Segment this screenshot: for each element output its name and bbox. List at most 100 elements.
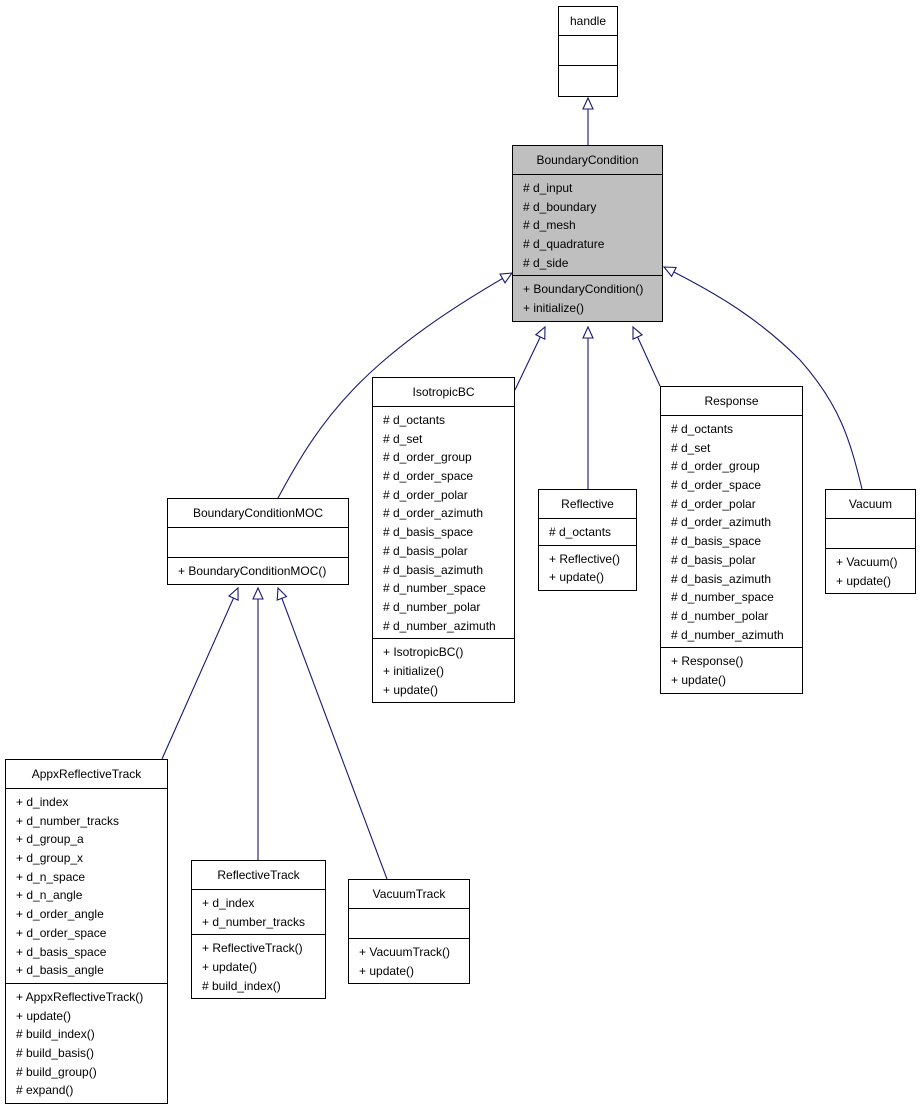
attribute: # d_order_polar	[671, 496, 756, 511]
attribute-compartment: + d_index + d_number_tracks + d_group_a + d…	[6, 789, 167, 984]
method-compartment: + ReflectiveTrack()+ update()# build_ind…	[192, 935, 325, 998]
inheritance-arrowhead-icon	[499, 272, 514, 284]
method-compartment: + BoundaryCondition() + initialize()	[513, 276, 662, 320]
method: + update()	[359, 963, 415, 978]
attribute: # d_number_azimuth	[383, 618, 496, 633]
class-name: BoundaryConditionMOC	[168, 499, 348, 528]
inheritance-edge-vacuum-track	[277, 587, 388, 880]
class-isotropic-bc: IsotropicBC# d_octants# d_set# d_order_g…	[372, 377, 515, 704]
attribute: # d_order_azimuth	[383, 506, 484, 521]
attribute: # d_octants	[383, 413, 446, 427]
method: # build_group()	[16, 1064, 97, 1079]
method-compartment: + BoundaryConditionMOC()	[168, 558, 348, 584]
method: + Response()	[671, 654, 744, 669]
attribute: # d_number_polar	[671, 608, 769, 623]
inheritance-arrowhead-icon	[632, 325, 644, 340]
attribute-compartment: # d_octants# d_set# d_order_group# d_ord…	[373, 407, 514, 640]
class-boundary-condition: BoundaryCondition # d_input # d_boundary # …	[512, 145, 663, 322]
attribute: # d_number_space	[383, 581, 486, 596]
attribute-compartment	[349, 909, 469, 939]
attribute: # d_set	[671, 440, 711, 455]
attribute-compartment	[168, 528, 348, 558]
inheritance-edge-vacuum	[663, 266, 863, 490]
class-vacuum-track: VacuumTrack + VacuumTrack() + update()	[348, 879, 470, 985]
attribute: # d_octants	[549, 525, 612, 539]
method: + Reflective()	[549, 551, 621, 566]
attribute: + d_basis_space	[16, 944, 107, 959]
method: + IsotropicBC()	[383, 645, 464, 660]
attribute: + d_basis_angle	[16, 963, 104, 978]
method-compartment: + AppxReflectiveTrack() + update() # build…	[6, 984, 167, 1103]
method: + update()	[383, 682, 439, 697]
inheritance-edge-appx-reflective-track	[161, 587, 239, 760]
attribute: # d_order_polar	[383, 487, 468, 502]
attribute: # d_input	[523, 181, 573, 195]
inheritance-edge-isotropic-bc	[514, 326, 546, 391]
attribute: # d_basis_azimuth	[671, 571, 772, 586]
attribute: + d_n_space	[16, 869, 86, 884]
class-name: VacuumTrack	[349, 880, 469, 909]
method-compartment: + Reflective() + update()	[539, 546, 636, 590]
attribute: + d_number_tracks	[16, 813, 120, 828]
attribute: + d_index	[202, 896, 255, 910]
attribute: # d_order_space	[671, 478, 762, 493]
class-reflective-track: ReflectiveTrack + d_index + d_number_track…	[191, 860, 326, 1000]
attribute: # d_number_space	[671, 590, 774, 605]
attribute: # d_boundary	[523, 199, 597, 214]
class-vacuum: Vacuum+ Vacuum()+ update()	[825, 489, 916, 595]
class-response: Response# d_octants# d_set# d_order_grou…	[660, 386, 803, 694]
method: + initialize()	[523, 301, 585, 316]
class-name: Response	[661, 387, 802, 416]
method: + BoundaryCondition()	[523, 282, 644, 297]
method: + initialize()	[383, 663, 445, 678]
inheritance-arrowhead-icon	[534, 325, 546, 340]
attribute: # d_basis_polar	[383, 543, 468, 558]
attribute: # d_order_group	[383, 450, 472, 465]
attribute: + d_group_a	[16, 832, 84, 847]
inheritance-edge-boundary-condition-moc	[277, 272, 513, 499]
method: + update()	[16, 1008, 72, 1023]
method: + AppxReflectiveTrack()	[16, 989, 144, 1004]
method-compartment: + VacuumTrack() + update()	[349, 939, 469, 983]
attribute-compartment	[559, 36, 617, 66]
class-handle: handle	[558, 6, 618, 97]
attribute: # d_number_azimuth	[671, 627, 784, 642]
attribute-compartment: # d_octants	[539, 519, 636, 546]
class-name: IsotropicBC	[373, 378, 514, 407]
attribute: # d_mesh	[523, 218, 576, 233]
attribute: + d_number_tracks	[202, 914, 306, 929]
attribute-compartment: + d_index + d_number_tracks	[192, 890, 325, 936]
method-compartment: + Vacuum() + update()	[826, 549, 915, 593]
inheritance-arrowhead-icon	[252, 586, 264, 600]
method: # build_index()	[202, 978, 281, 993]
inheritance-arrowhead-icon	[582, 325, 594, 339]
attribute: # d_order_azimuth	[671, 515, 772, 530]
class-reflective: Reflective# d_octants+ Reflective()+ upd…	[538, 489, 637, 592]
class-name: handle	[559, 7, 617, 36]
method: + update()	[671, 672, 727, 687]
class-name: ReflectiveTrack	[192, 861, 325, 890]
attribute: # d_octants	[671, 422, 734, 436]
method: + Vacuum()	[836, 555, 898, 569]
method: # expand()	[16, 1083, 74, 1098]
method: # build_basis()	[16, 1045, 95, 1060]
attribute: + d_n_angle	[16, 888, 83, 903]
attribute: + d_index	[16, 795, 69, 809]
method: + update()	[836, 573, 892, 588]
inheritance-arrowhead-icon	[228, 586, 239, 601]
method: + update()	[549, 570, 605, 585]
attribute: # d_number_polar	[383, 599, 481, 614]
attribute: + d_order_angle	[16, 907, 104, 922]
method: + VacuumTrack()	[359, 945, 451, 959]
method: + BoundaryConditionMOC()	[178, 564, 327, 578]
attribute: # d_basis_polar	[671, 552, 756, 567]
attribute: # d_quadrature	[523, 237, 605, 252]
inheritance-arrowhead-icon	[276, 586, 288, 601]
attribute-compartment	[826, 519, 915, 549]
class-boundary-condition-moc: BoundaryConditionMOC + BoundaryConditionM…	[167, 498, 349, 585]
attribute: # d_basis_space	[383, 525, 474, 540]
method-compartment: + IsotropicBC() + initialize() + update()	[373, 639, 514, 702]
inheritance-arrowhead-icon	[582, 96, 594, 110]
class-name: BoundaryCondition	[513, 146, 662, 175]
method: + update()	[202, 960, 258, 975]
